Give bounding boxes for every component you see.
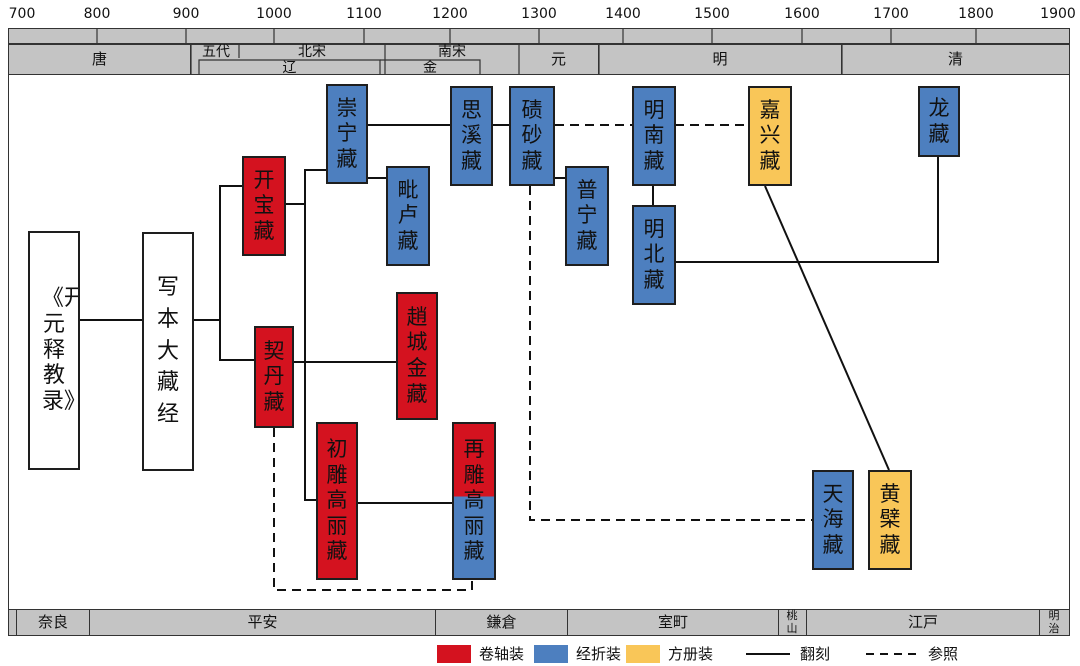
recarve-line	[219, 185, 254, 361]
period-heian: 平安	[90, 610, 436, 635]
canon-label: 初雕高丽藏	[326, 436, 348, 564]
canon-label: 写本大藏经	[156, 274, 179, 428]
canon-kaibao: 开宝藏	[242, 156, 286, 256]
year-label: 1800	[958, 6, 994, 22]
solid-line-icon	[746, 652, 790, 655]
legend-book: 方册装	[626, 643, 713, 664]
canon-label: 契丹藏	[263, 338, 285, 414]
year-label: 800	[83, 6, 111, 22]
period-muromachi: 室町	[568, 610, 779, 635]
canon-label: 思溪藏	[461, 97, 482, 173]
canon-label: 明南藏	[643, 97, 665, 173]
canon-pilu: 毗卢藏	[386, 166, 430, 266]
legend-reference: 参照	[866, 643, 958, 664]
canon-jiaxing: 嘉兴藏	[748, 86, 792, 186]
canon-zhaocheng-jin: 趙城金藏	[396, 292, 438, 420]
year-label: 700	[8, 6, 36, 22]
year-label: 1500	[694, 6, 730, 22]
legend-swatch	[534, 644, 568, 663]
period-meiji: 明治	[1040, 610, 1069, 635]
dynasty-yuan: 元	[519, 45, 599, 74]
canon-label: 龙藏	[928, 95, 950, 146]
legend-label: 参照	[928, 645, 959, 663]
dynasty-liao: 辽	[282, 59, 297, 76]
year-label: 1700	[873, 6, 909, 22]
canon-obaku: 黄檗藏	[868, 470, 912, 570]
canon-label: 崇宁藏	[336, 95, 358, 171]
legend-recarve: 翻刻	[746, 643, 830, 664]
diagram-frame	[8, 75, 1070, 609]
canon-sixi: 思溪藏	[450, 86, 493, 186]
legend-accordion: 经折装	[534, 643, 621, 664]
canon-label: 天海藏	[822, 481, 844, 557]
canon-ming-north: 明北藏	[632, 205, 676, 305]
year-ticks	[96, 28, 977, 44]
period-nara: 奈良	[16, 610, 90, 635]
canon-label: 毗卢藏	[397, 177, 419, 253]
canon-label: 碛砂藏	[521, 97, 543, 173]
legend-label: 方册装	[668, 645, 714, 663]
recarve-line	[764, 185, 890, 471]
canon-second-goryeo: 再雕高丽藏	[452, 422, 496, 580]
dynasty-nansong: 南宋	[438, 44, 466, 60]
year-label: 1100	[346, 6, 382, 22]
year-label: 1300	[521, 6, 557, 22]
canon-label: 再雕高丽藏	[463, 436, 485, 564]
year-label: 1200	[432, 6, 468, 22]
dynasty-ming: 明	[599, 45, 842, 74]
canon-label: 《开元释教录》	[41, 285, 78, 415]
legend-swatch	[626, 644, 660, 663]
legend-label: 翻刻	[800, 645, 831, 663]
dynasty-qing: 清	[842, 45, 1069, 74]
reference-line	[273, 428, 473, 591]
canon-label: 趙城金藏	[406, 304, 428, 406]
legend-scroll: 卷轴装	[437, 643, 524, 664]
recarve-line	[676, 157, 939, 263]
period-kamakura: 鎌倉	[436, 610, 568, 635]
period-edo: 江戸	[807, 610, 1040, 635]
reference-line	[529, 186, 812, 521]
canon-long: 龙藏	[918, 86, 960, 157]
canon-tenkai: 天海藏	[812, 470, 854, 570]
dynasty-beisong: 北宋	[298, 44, 326, 60]
year-label: 1400	[605, 6, 641, 22]
canon-qisha: 碛砂藏	[509, 86, 555, 186]
year-label: 900	[172, 6, 200, 22]
legend-swatch	[437, 644, 471, 663]
year-label: 1600	[784, 6, 820, 22]
legend-label: 经折装	[576, 645, 622, 663]
canon-first-goryeo: 初雕高丽藏	[316, 422, 358, 580]
canon-label: 嘉兴藏	[759, 97, 781, 173]
legend-label: 卷轴装	[479, 645, 525, 663]
canon-ming-south: 明南藏	[632, 86, 676, 186]
year-label: 1900	[1040, 6, 1076, 22]
canon-puning: 普宁藏	[565, 166, 609, 266]
canon-qidan: 契丹藏	[254, 326, 294, 428]
period-momoyama: 桃山	[779, 610, 807, 635]
dynasty-wudai: 五代	[202, 44, 230, 60]
canon-handwritten: 写本大藏经	[142, 232, 194, 471]
dashed-line-icon	[866, 652, 918, 655]
dynasty-tang: 唐	[9, 45, 191, 74]
recarve-line	[304, 169, 326, 501]
canon-kaiyuan-shijiaolu: 《开元释教录》	[28, 231, 80, 470]
dynasty-jin: 金	[423, 59, 437, 76]
canon-label: 普宁藏	[576, 177, 598, 253]
canon-label: 明北藏	[643, 216, 665, 292]
canon-label: 黄檗藏	[879, 481, 901, 557]
year-label: 1000	[256, 6, 292, 22]
canon-label: 开宝藏	[253, 167, 275, 243]
dynasty-subdivisions	[190, 44, 843, 75]
canon-chongning: 崇宁藏	[326, 84, 368, 184]
